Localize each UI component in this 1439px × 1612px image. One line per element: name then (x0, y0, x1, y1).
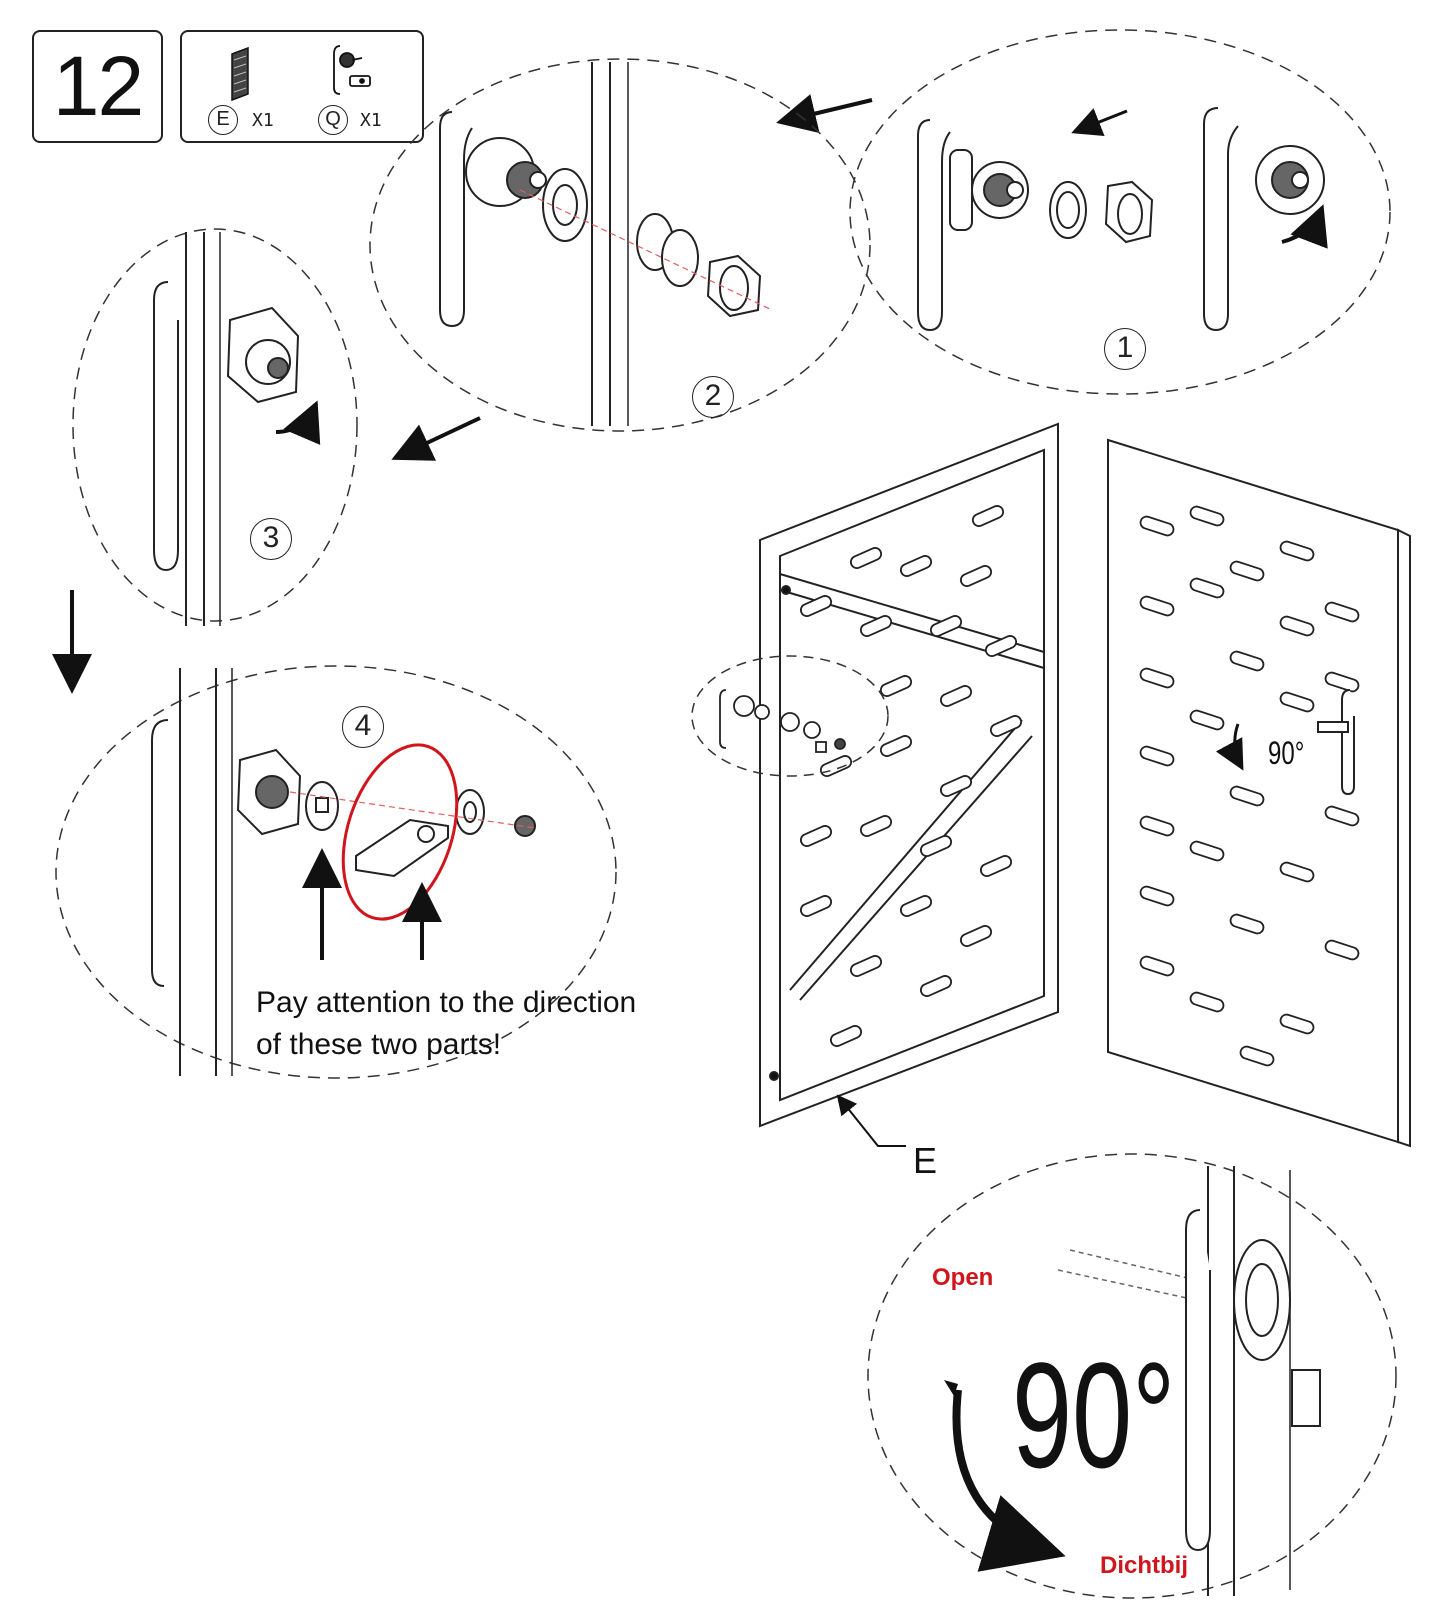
callout-1: 1 (1104, 328, 1146, 370)
rotation-angle-small: 90° (1268, 735, 1305, 771)
mesh-slots-right (1139, 505, 1360, 1067)
callout-3: 3 (250, 518, 292, 560)
close-label: Dichtbij (1100, 1552, 1188, 1579)
part-q-letter: Q (318, 105, 348, 135)
washer-screw-icon (455, 789, 536, 837)
callout-4: 4 (342, 706, 384, 748)
square-washer-icon (305, 781, 339, 831)
flow-arrow-2-3 (391, 416, 481, 461)
lock-handle-icon (333, 45, 371, 95)
direction-note: Pay attention to the direction of these … (256, 982, 636, 1066)
parts-icons (231, 45, 371, 102)
handle-icon (439, 111, 547, 328)
part-q-qty: X1 (360, 110, 382, 131)
detail-bubble-2 (369, 58, 871, 432)
gasket-icon (542, 168, 588, 242)
flow-arrow-1-2 (776, 94, 873, 134)
step-number-box: 12 (32, 30, 163, 143)
door-lock-callout (691, 655, 889, 777)
handle-left-icon (917, 119, 1029, 332)
rotation-angle-big: 90° (1012, 1331, 1176, 1499)
parts-list-box: E X1 Q X1 (180, 30, 424, 143)
handle-icon-3 (153, 281, 300, 572)
direction-note-line-1: Pay attention to the direction (256, 986, 637, 1019)
part-e-label: E (913, 1140, 938, 1181)
direction-note-line-2: of these two parts! (256, 1028, 502, 1061)
cam-washer-nut-icon (636, 213, 762, 318)
rotation-detail-bubble (867, 1153, 1397, 1599)
mesh-slots-left (799, 505, 1023, 1047)
highlight-ring (341, 743, 459, 921)
open-label: Open (932, 1264, 994, 1291)
cabinet-doors (759, 422, 1411, 1148)
cam-plate-icon (355, 818, 449, 878)
handle-right-icon (1203, 107, 1325, 332)
detail-bubble-1 (849, 29, 1391, 395)
callout-2: 2 (692, 376, 734, 418)
hex-nut-icon (1104, 180, 1154, 244)
detail-bubble-4 (55, 665, 617, 1079)
mesh-panel-icon (231, 46, 249, 102)
part-e-qty: X1 (252, 110, 274, 131)
handle-rotation-icon (1185, 1209, 1321, 1552)
detail-bubble-3 (72, 228, 358, 626)
part-e-letter: E (208, 105, 238, 135)
step-number: 12 (52, 39, 144, 133)
lock-washer-icon (1049, 181, 1087, 239)
lock-body-icon (236, 748, 302, 836)
mesh-door-frame (759, 422, 1059, 1128)
part-e-leader (836, 1094, 906, 1147)
